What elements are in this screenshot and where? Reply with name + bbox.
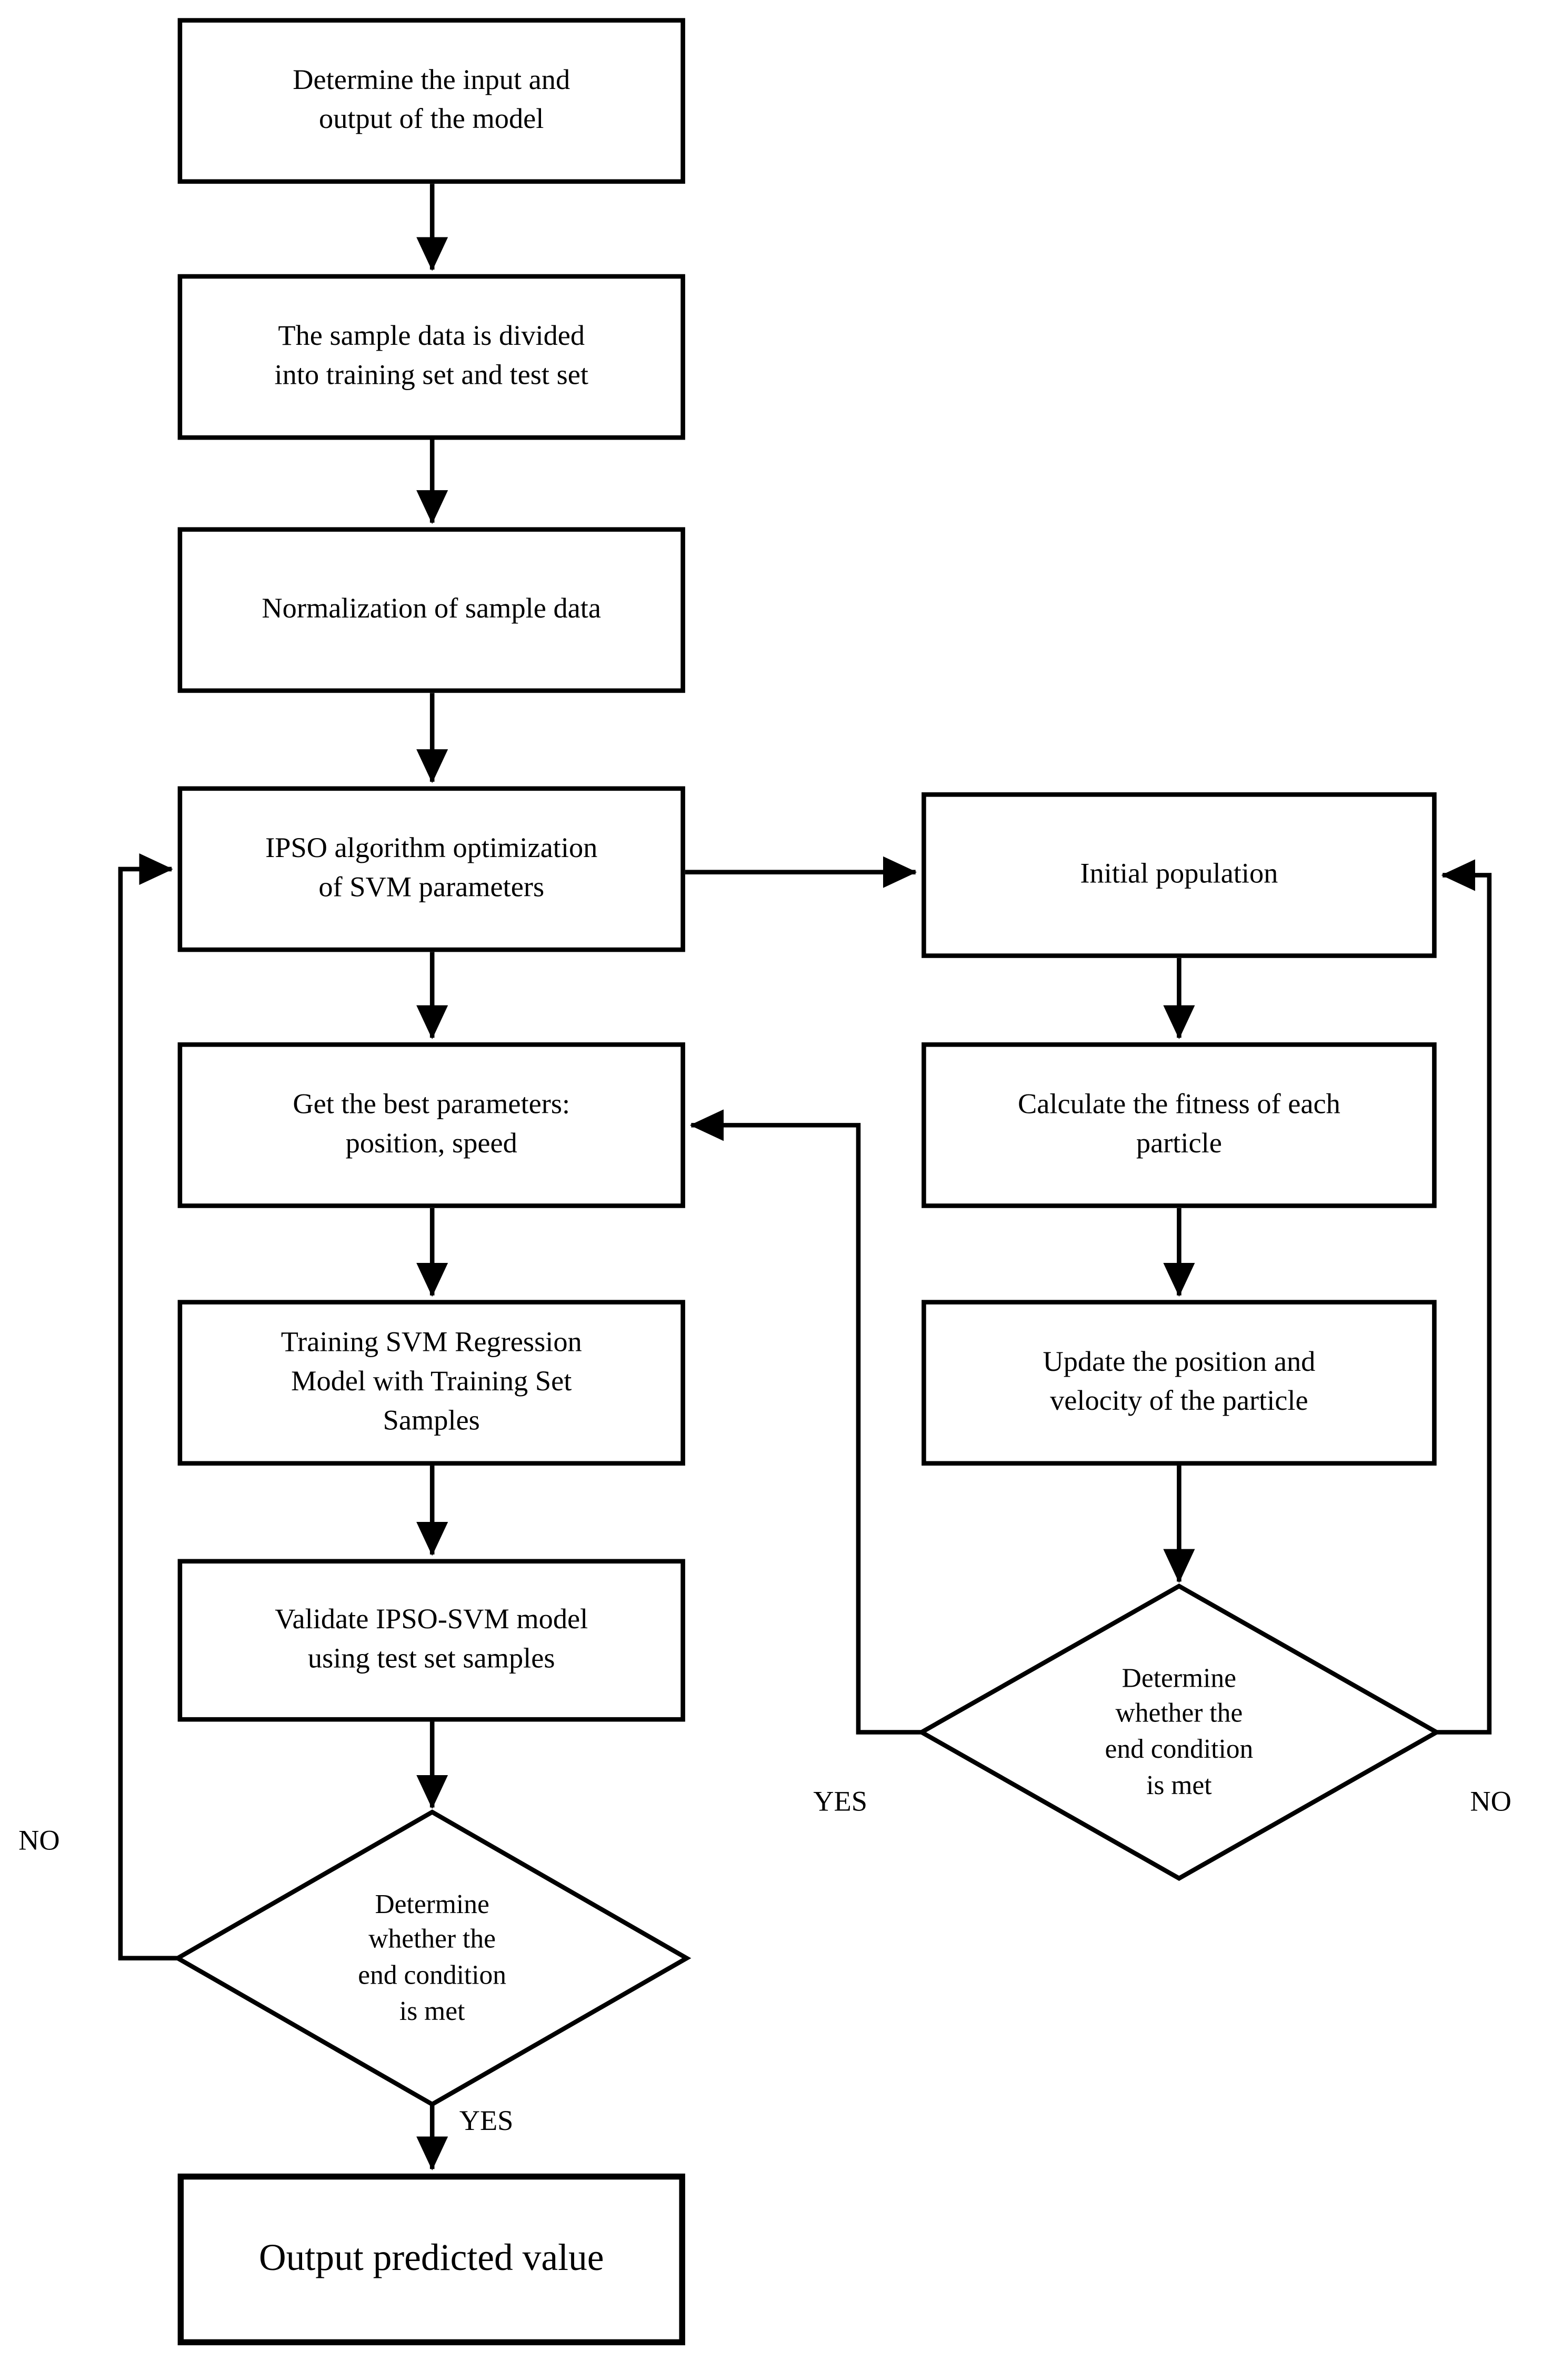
branch-label-right-yes: YES: [813, 1786, 867, 1818]
process-box-training-svm-label: Training SVM Regression Model with Train…: [281, 1326, 582, 1437]
process-box-best-parameters-label: Get the best parameters: position, speed: [293, 1089, 570, 1160]
process-box-input-output-label: Determine the input and output of the mo…: [293, 64, 570, 136]
process-box-validate-model-label: Validate IPSO-SVM model using test set s…: [275, 1604, 588, 1675]
left-decision-label: Determine whether the end condition is m…: [358, 1888, 507, 2026]
right-decision-text: Determine whether the end condition is m…: [1014, 1642, 1345, 1823]
process-box-sample-split-label: The sample data is divided into training…: [274, 320, 588, 392]
branch-label-left-no: NO: [18, 1825, 60, 1857]
process-box-training-svm: Training SVM Regression Model with Train…: [177, 1300, 685, 1466]
process-box-best-parameters: Get the best parameters: position, speed: [177, 1042, 685, 1208]
branch-label-right-no: NO: [1470, 1786, 1511, 1818]
process-box-normalization-label: Normalization of sample data: [262, 593, 602, 625]
process-box-validate-model: Validate IPSO-SVM model using test set s…: [177, 1559, 685, 1722]
left-decision-diamond: [173, 1809, 692, 2107]
right-decision-label: Determine whether the end condition is m…: [1105, 1662, 1254, 1800]
process-box-initial-population: Initial population: [922, 792, 1437, 958]
left-decision-text: Determine whether the end condition is m…: [266, 1868, 597, 2048]
process-box-ipso-optimization: IPSO algorithm optimization of SVM param…: [177, 786, 685, 952]
arrow-right-decision-yes-to-best-params: [689, 1109, 922, 1735]
process-box-output-predicted-value: Output predicted value: [177, 2173, 685, 2346]
process-box-output-predicted-value-label: Output predicted value: [259, 2238, 604, 2279]
arrow-left-decision-no-loop: [118, 853, 178, 1960]
right-decision-diamond: [917, 1584, 1441, 1881]
process-box-input-output: Determine the input and output of the mo…: [177, 18, 685, 184]
process-box-calculate-fitness-label: Calculate the fitness of each particle: [1017, 1089, 1340, 1160]
process-box-sample-split: The sample data is divided into training…: [177, 274, 685, 440]
process-box-normalization: Normalization of sample data: [177, 527, 685, 693]
arrow-right-decision-no-loop: [1436, 859, 1492, 1735]
branch-label-left-yes: YES: [459, 2106, 514, 2138]
process-box-ipso-optimization-label: IPSO algorithm optimization of SVM param…: [265, 832, 598, 904]
process-box-update-particle: Update the position and velocity of the …: [922, 1300, 1437, 1466]
process-box-update-particle-label: Update the position and velocity of the …: [1043, 1346, 1316, 1418]
process-box-initial-population-label: Initial population: [1080, 858, 1278, 890]
process-box-calculate-fitness: Calculate the fitness of each particle: [922, 1042, 1437, 1208]
